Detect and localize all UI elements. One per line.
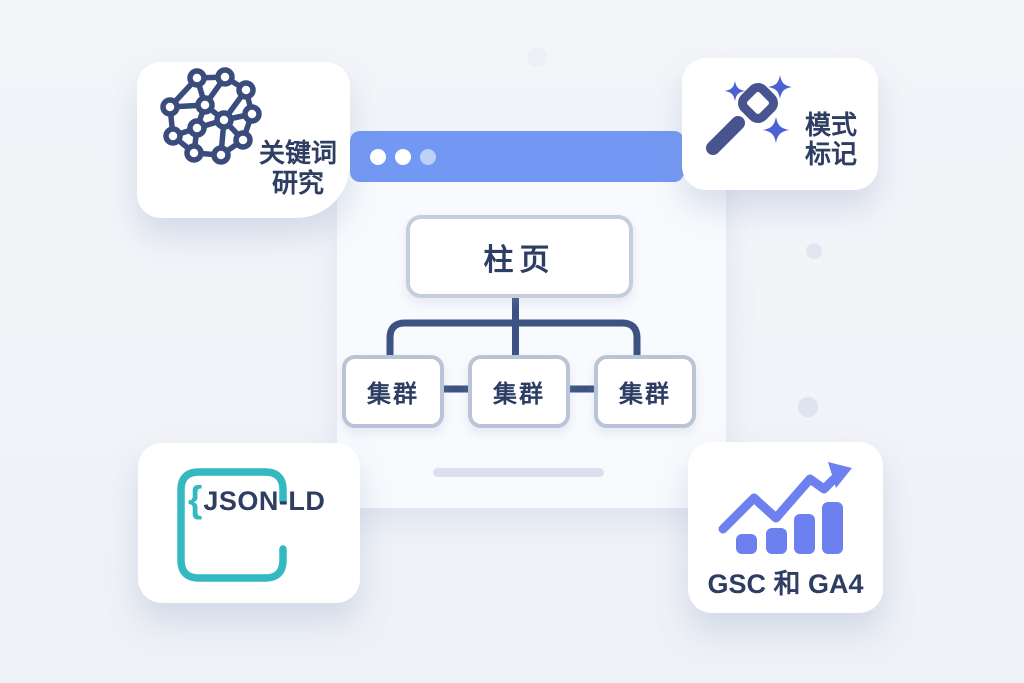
arrow-head-icon bbox=[828, 462, 852, 488]
decorative-dot bbox=[527, 47, 547, 67]
window-dot-icon bbox=[370, 149, 386, 165]
json-ld-label: JSON-LD bbox=[203, 486, 326, 516]
pillar-page-label: 柱页 bbox=[483, 243, 556, 277]
curly-brace-glyph: { bbox=[188, 479, 203, 520]
magic-wand-icon bbox=[706, 75, 792, 155]
cluster-label: 集群 bbox=[367, 381, 419, 408]
pillar-page-box: 柱页 bbox=[406, 215, 633, 298]
analytics-label: GSC 和 GA4 bbox=[707, 569, 864, 599]
schema-markup-label: 模式 标记 bbox=[804, 110, 857, 169]
sparkle-icon bbox=[724, 75, 792, 144]
network-graph-icon bbox=[160, 67, 262, 165]
json-ld-card: { JSON-LD bbox=[138, 443, 360, 603]
browser-window-panel bbox=[337, 148, 726, 508]
content-placeholder-bar bbox=[433, 468, 604, 477]
cluster-label: 集群 bbox=[619, 381, 671, 408]
curly-brace-frame-icon bbox=[177, 468, 287, 582]
cluster-label: 集群 bbox=[493, 381, 545, 408]
analytics-card: GSC 和 GA4 bbox=[688, 442, 883, 613]
cluster-box-3: 集群 bbox=[594, 355, 696, 428]
json-ld-wordmark: { JSON-LD bbox=[188, 479, 326, 520]
schema-markup-card: 模式 标记 bbox=[682, 58, 878, 190]
bar-chart-trend-icon bbox=[718, 462, 852, 554]
decorative-dot bbox=[806, 243, 822, 259]
cluster-box-2: 集群 bbox=[468, 355, 570, 428]
cluster-box-1: 集群 bbox=[342, 355, 444, 428]
decorative-dot bbox=[798, 397, 818, 417]
browser-title-bar bbox=[350, 131, 684, 182]
keyword-research-label: 关键词 研究 bbox=[258, 138, 337, 198]
window-dot-icon bbox=[420, 149, 436, 165]
keyword-research-card: 关键词 研究 bbox=[137, 62, 350, 218]
window-dot-icon bbox=[395, 149, 411, 165]
